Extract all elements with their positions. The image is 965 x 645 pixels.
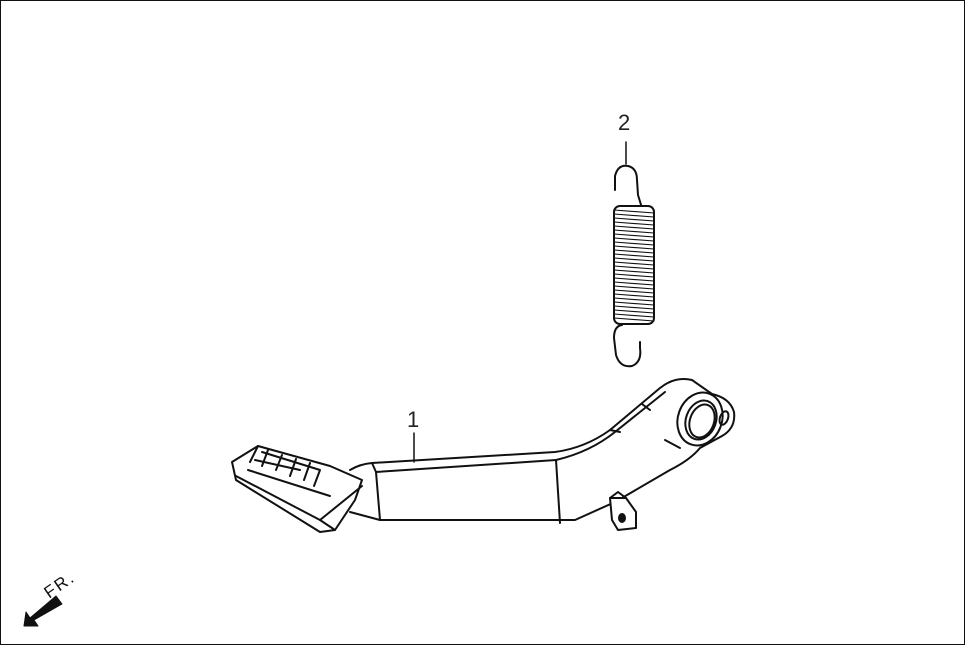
callout-1: 1 bbox=[407, 407, 420, 432]
spring-part bbox=[613, 141, 655, 368]
callout-2: 2 bbox=[618, 110, 631, 135]
arrow-down-left-icon bbox=[23, 595, 63, 627]
brake-pedal-part bbox=[231, 378, 736, 533]
